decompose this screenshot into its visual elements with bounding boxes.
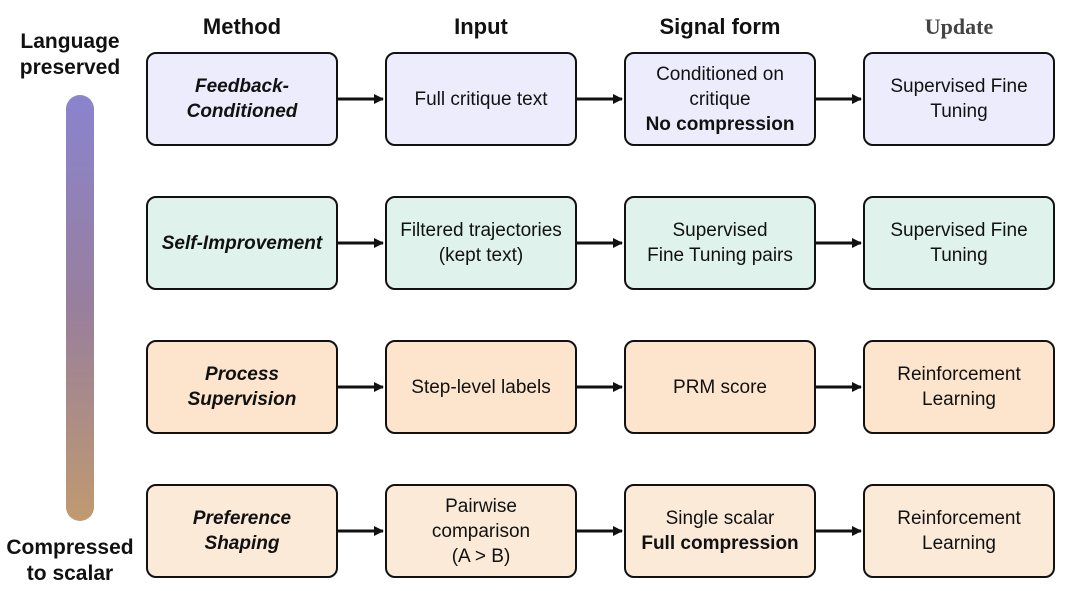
method-text: Feedback- — [195, 76, 289, 97]
method-text: Shaping — [204, 533, 280, 554]
input-box-row-4: Pairwise comparison (A > B) — [385, 484, 577, 578]
input-text: Pairwise — [445, 495, 517, 517]
signal-text: critique — [689, 88, 751, 110]
header-update: Update — [924, 14, 994, 39]
header-input: Input — [454, 14, 508, 39]
input-text: Full critique text — [414, 88, 548, 110]
signal-text: Conditioned on — [656, 63, 784, 85]
update-box-row-1: Supervised Fine Tuning — [863, 52, 1055, 146]
input-text: Step-level labels — [411, 376, 551, 398]
update-text: Learning — [922, 533, 996, 554]
update-box-row-3: Reinforcement Learning — [863, 340, 1055, 434]
input-text: comparison — [431, 520, 531, 542]
method-text: Process — [205, 364, 279, 385]
update-text: Reinforcement — [897, 508, 1021, 529]
update-text: Supervised Fine — [890, 76, 1028, 97]
method-box-feedback-conditioned: Feedback- Conditioned — [146, 52, 338, 146]
scale-bottom-label: Compressed to scalar — [0, 535, 140, 587]
signal-box-row-3: PRM score — [624, 340, 816, 434]
method-text: Self-Improvement — [161, 232, 323, 254]
update-text: Supervised Fine — [890, 220, 1028, 241]
input-box-row-2: Filtered trajectories (kept text) — [385, 196, 577, 290]
signal-text: Single scalar — [665, 508, 775, 529]
scale-top-line-1: Language — [20, 30, 120, 53]
input-text: Filtered trajectories — [400, 220, 562, 241]
scale-bottom-line-1: Compressed — [6, 536, 134, 559]
update-text: Tuning — [930, 245, 988, 266]
signal-bold-text: No compression — [645, 113, 795, 135]
update-text: Reinforcement — [897, 364, 1021, 385]
method-text: Conditioned — [186, 101, 298, 122]
input-text: (A > B) — [451, 545, 511, 567]
scale-top-label: Language preserved — [0, 29, 140, 81]
header-method: Method — [202, 14, 282, 39]
signal-text: Supervised — [672, 220, 768, 241]
compression-gradient-bar — [66, 95, 94, 521]
update-box-row-4: Reinforcement Learning — [863, 484, 1055, 578]
signal-box-row-1: Conditioned on critique No compression — [624, 52, 816, 146]
signal-box-row-4: Single scalar Full compression — [624, 484, 816, 578]
update-box-row-2: Supervised Fine Tuning — [863, 196, 1055, 290]
method-box-self-improvement: Self-Improvement — [146, 196, 338, 290]
method-text: Preference — [192, 508, 292, 529]
method-text: Supervision — [187, 389, 297, 410]
signal-bold-text: Full compression — [641, 533, 799, 554]
header-signal-form: Signal form — [659, 14, 781, 39]
update-text: Learning — [922, 389, 996, 410]
scale-bottom-line-2: to scalar — [26, 562, 114, 585]
signal-text: PRM score — [673, 376, 767, 398]
signal-box-row-2: Supervised Fine Tuning pairs — [624, 196, 816, 290]
method-box-preference-shaping: Preference Shaping — [146, 484, 338, 578]
input-box-row-3: Step-level labels — [385, 340, 577, 434]
input-box-row-1: Full critique text — [385, 52, 577, 146]
update-text: Tuning — [930, 101, 988, 122]
signal-text: Fine Tuning pairs — [647, 245, 793, 266]
scale-top-line-2: preserved — [19, 56, 121, 79]
input-text: (kept text) — [438, 245, 524, 266]
method-box-process-supervision: Process Supervision — [146, 340, 338, 434]
